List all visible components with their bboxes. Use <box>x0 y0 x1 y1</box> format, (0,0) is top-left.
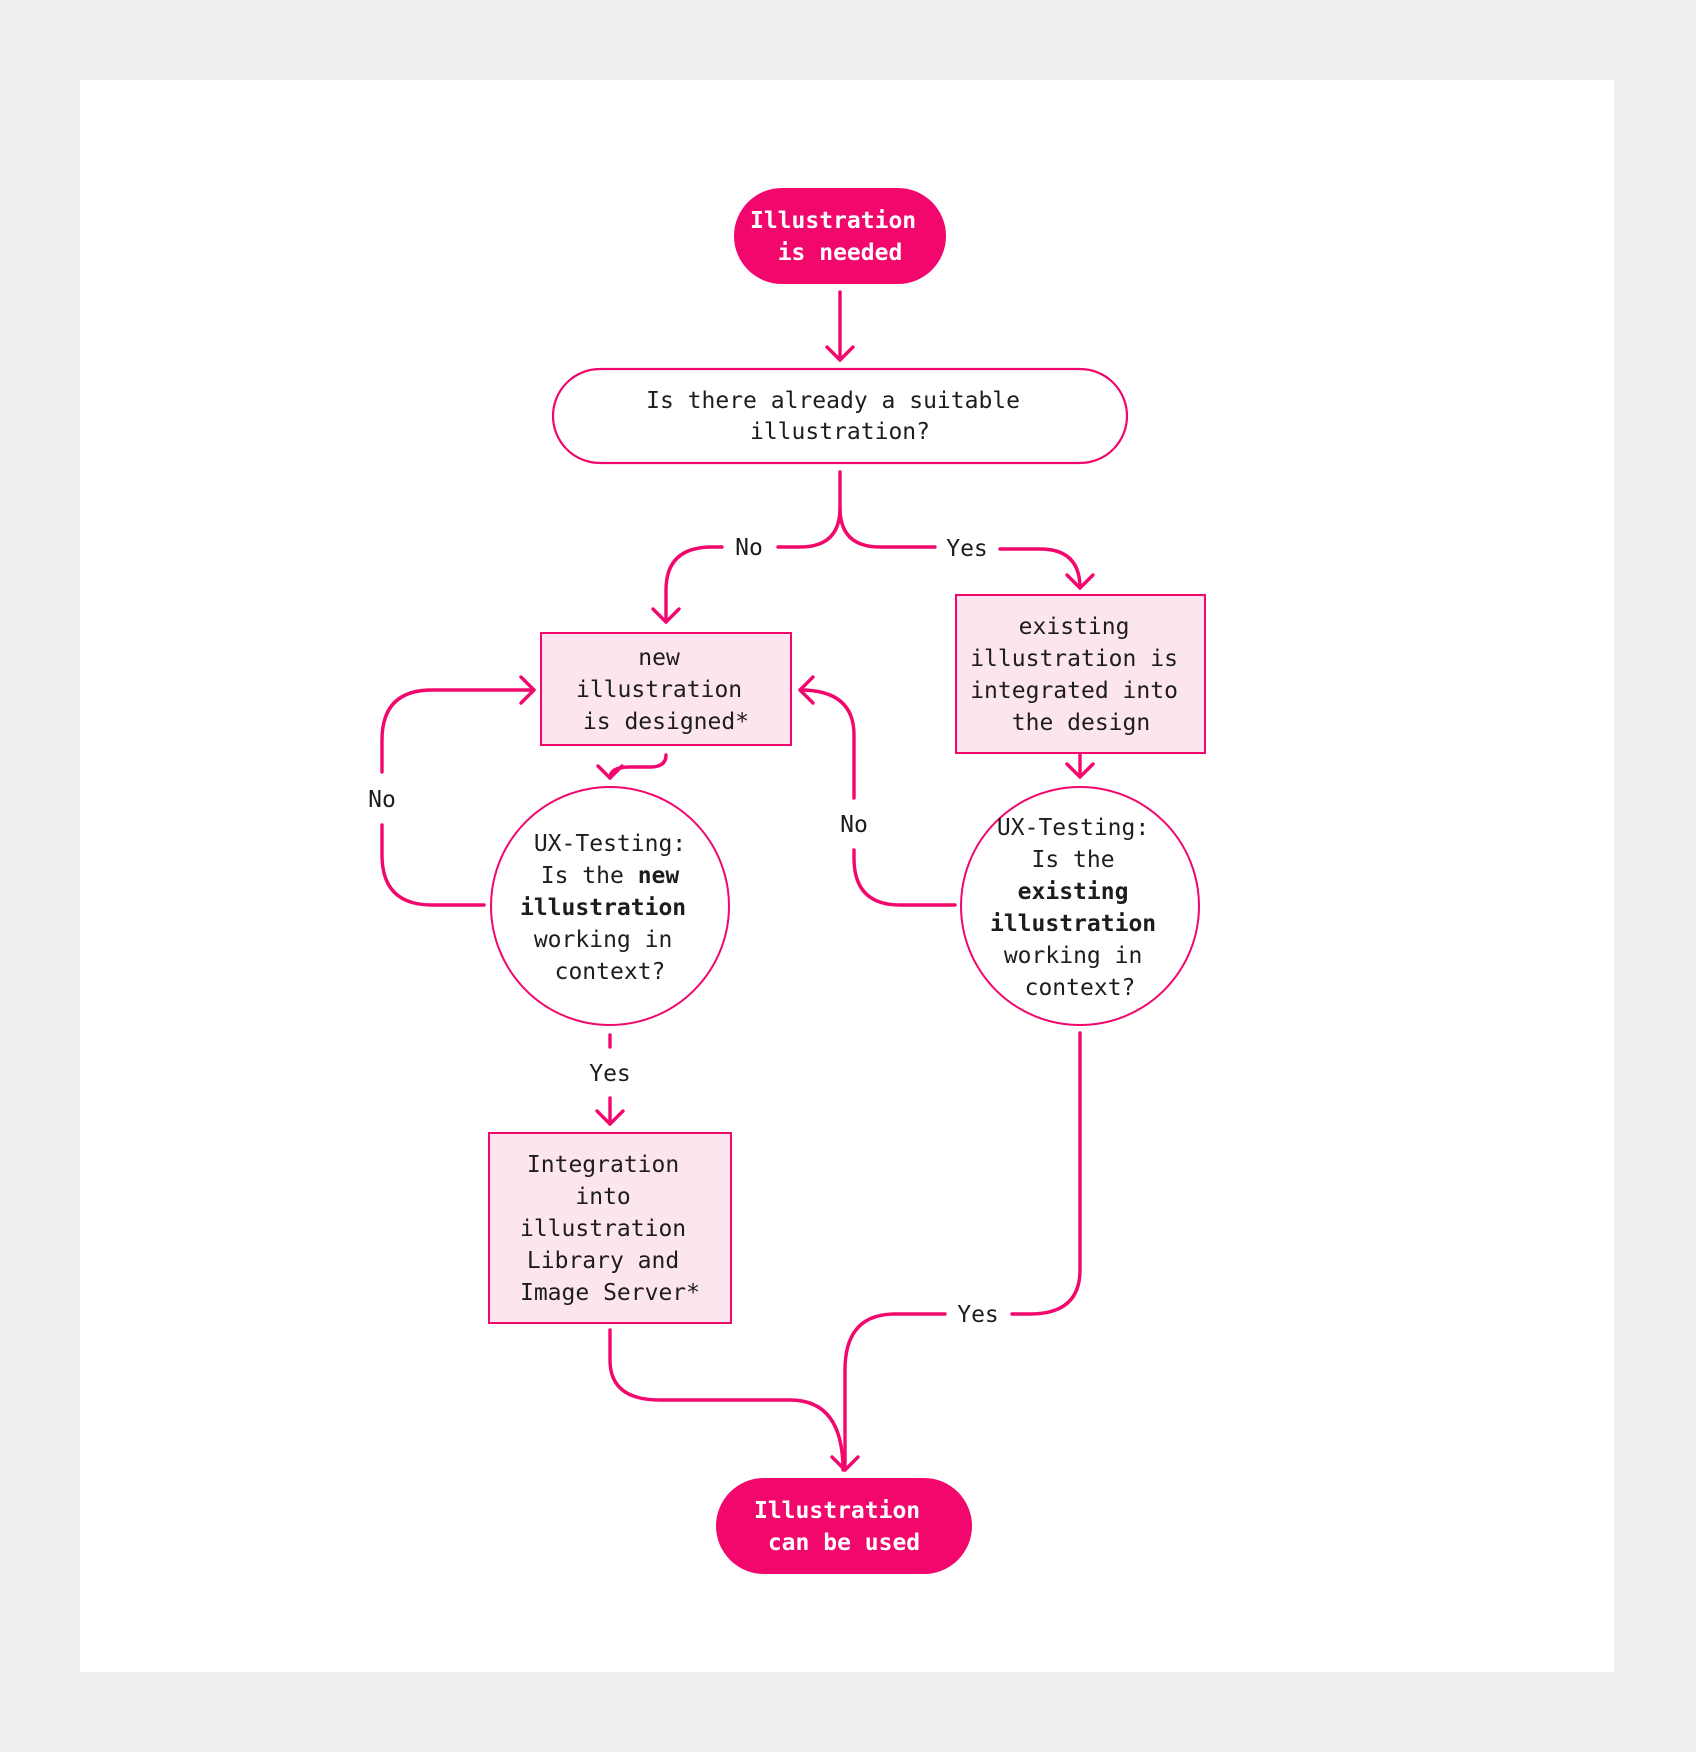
new-designed-line-2: illustration <box>576 677 742 703</box>
svg-text:Is the new: Is the new <box>541 863 680 889</box>
edge-question-yes <box>838 506 937 549</box>
svg-text:Integration into i: Integration into illustration Library an… <box>520 1152 700 1306</box>
new-designed-line-3: is designed* <box>583 709 749 735</box>
start-line-2: is needed <box>778 240 903 266</box>
ux-existing-line-3: existing <box>1018 879 1129 905</box>
edge-ux-existing-yes-lower <box>843 1312 947 1472</box>
edge-label-ux-new-no: No <box>368 787 396 813</box>
edge-label-ux-new-yes: Yes <box>589 1061 631 1087</box>
svg-text:UX-Testing: Is the: UX-Testing: Is the existing illustration… <box>990 815 1170 1001</box>
question-line-2: illustration? <box>750 419 930 445</box>
integration-line-3: illustration <box>520 1216 686 1242</box>
new-designed-line-1: new <box>638 645 680 671</box>
edge-ux-existing-no-lower <box>852 848 957 907</box>
svg-text:illustration working in: illustration working in context? <box>520 895 700 985</box>
diagram-panel <box>80 80 1614 1672</box>
svg-text:existing illustration is: existing illustration is integrated into… <box>970 614 1192 736</box>
edge-integration-to-end <box>608 1328 845 1472</box>
ux-existing-line-5: working in <box>1004 943 1142 969</box>
existing-integrated-line-4: the design <box>1012 710 1150 736</box>
existing-integrated-line-2: illustration is <box>970 646 1178 672</box>
svg-text:Illustration is needed: Illustration is needed <box>750 208 930 266</box>
edge-question-yes-continued <box>998 547 1082 590</box>
ux-new-line-4: working in <box>534 927 672 953</box>
ux-existing-line-6: context? <box>1025 975 1136 1001</box>
svg-text:UX-Testing:: UX-Testing: <box>534 831 686 857</box>
ux-existing-line-1: UX-Testing: <box>997 815 1149 841</box>
integration-line-1: Integration <box>527 1152 679 1178</box>
arrowhead <box>1065 573 1095 590</box>
arrowhead <box>596 764 624 780</box>
edge-ux-existing-yes-upper <box>1010 1031 1082 1316</box>
edge-ux-existing-no-upper <box>798 688 856 800</box>
arrowhead <box>830 1455 860 1472</box>
existing-integrated-line-3: integrated into <box>970 678 1178 704</box>
ux-new-line-1: UX-Testing: <box>534 831 686 857</box>
edge-new-to-ux <box>608 753 668 780</box>
integration-line-2: into <box>575 1184 630 1210</box>
svg-text:Is there already a suitable: Is there already a suitable illustration… <box>646 388 1034 445</box>
ux-testing-existing-node: UX-Testing: Is the existing illustration… <box>960 786 1200 1026</box>
arrowhead <box>825 345 855 362</box>
arrowhead <box>651 607 681 624</box>
ux-new-line-3: illustration <box>520 895 686 921</box>
ux-existing-line-2: Is the <box>1032 847 1115 873</box>
new-illustration-designed-box: new illustration is designed* <box>540 632 792 746</box>
question-line-1: Is there already a suitable <box>646 388 1020 414</box>
arrowhead <box>595 1109 625 1126</box>
edge-ux-new-no-lower <box>380 823 486 907</box>
arrowhead <box>1065 762 1095 779</box>
edge-ux-new-no-upper <box>380 688 536 774</box>
question-node: Is there already a suitable illustration… <box>551 367 1129 465</box>
edge-question-no-continued <box>664 545 724 624</box>
end-line-2: can be used <box>768 1530 920 1556</box>
start-node: Illustration is needed <box>734 188 946 284</box>
arrowhead <box>798 675 815 705</box>
edge-label-question-no: No <box>735 535 763 561</box>
existing-integrated-line-1: existing <box>1019 614 1130 640</box>
end-node: Illustration can be used <box>716 1478 972 1574</box>
integration-box: Integration into illustration Library an… <box>488 1132 732 1324</box>
integration-line-4: Library and <box>527 1248 679 1274</box>
arrowhead <box>519 675 536 705</box>
ux-testing-new-node: UX-Testing: Is the new illustration work… <box>490 786 730 1026</box>
edge-label-question-yes: Yes <box>946 536 988 562</box>
existing-illustration-integrated-box: existing illustration is integrated into… <box>955 594 1206 754</box>
ux-new-line-2-pre: Is the <box>541 863 638 889</box>
edge-label-ux-existing-no: No <box>840 812 868 838</box>
edge-label-ux-existing-yes: Yes <box>957 1302 999 1328</box>
end-line-1: Illustration <box>754 1498 920 1524</box>
ux-existing-line-4: illustration <box>990 911 1156 937</box>
start-line-1: Illustration <box>750 208 916 234</box>
integration-line-5: Image Server* <box>520 1280 700 1306</box>
ux-new-line-2-bold: new <box>638 863 680 889</box>
svg-text:new illustration i: new illustration is designed* <box>576 645 756 735</box>
svg-text:Illustration can be used: Illustration can be used <box>754 1498 934 1556</box>
ux-new-line-5: context? <box>555 959 666 985</box>
